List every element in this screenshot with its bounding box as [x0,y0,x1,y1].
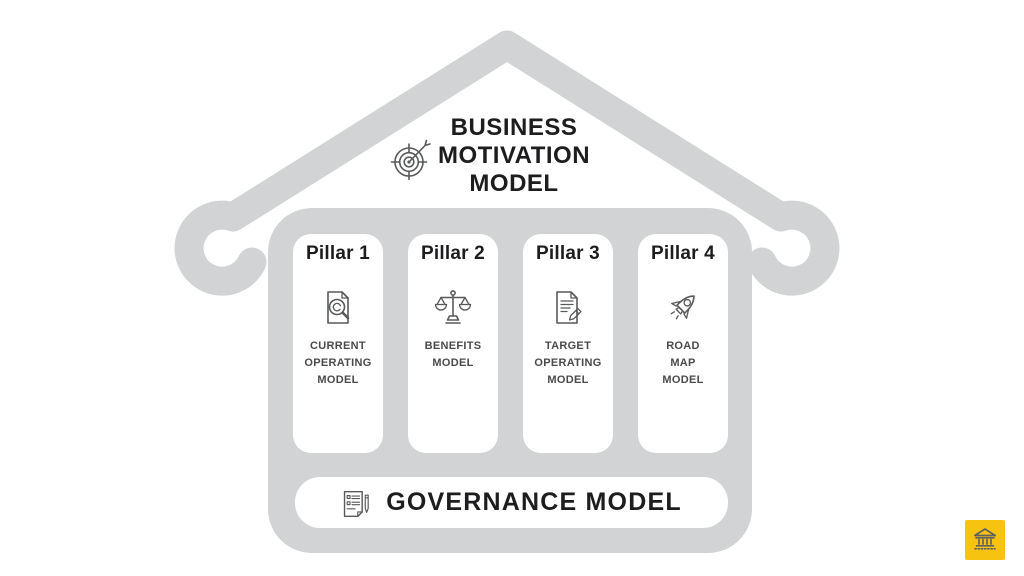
roof-title-line: MODEL [469,170,559,197]
pillar-card-4: Pillar 4 ROAD MAP MODEL [638,234,728,453]
target-arrow-icon [390,136,432,181]
magnifier-document-icon [318,287,358,327]
governance-label: GOVERNANCE MODEL [386,488,682,516]
roof-title-line: MOTIVATION [437,142,591,169]
pillar-title: Pillar 3 [536,243,600,264]
document-pen-icon [341,488,371,520]
roof-title: BUSINESS MOTIVATION MODEL [404,114,624,198]
pillar-label: TARGET OPERATING MODEL [534,340,602,386]
governance-bar: GOVERNANCE MODEL [295,477,728,528]
body-shape [268,208,752,553]
pillar-label: BENEFITS MODEL [424,340,482,369]
corner-bank-button[interactable] [965,520,1005,560]
balance-scale-icon [433,287,473,327]
pillar-card-3: Pillar 3 TARGET OPERATING MODEL [523,234,613,453]
roof-shape [174,30,840,296]
pillar-title: Pillar 2 [421,243,485,264]
pillar-title: Pillar 4 [651,243,715,264]
pillar-card-1: Pillar 1 CURRENT OPERATING MODEL [293,234,383,453]
bank-icon [972,526,998,554]
pillar-card-2: Pillar 2 BENEFITS MODEL [408,234,498,453]
pillar-title: Pillar 1 [306,243,370,264]
document-pencil-icon [548,287,588,327]
pillar-label: ROAD MAP MODEL [662,340,704,386]
rocket-icon [663,287,703,327]
roof-title-line: BUSINESS [450,114,578,141]
pillar-label: CURRENT OPERATING MODEL [304,340,372,386]
